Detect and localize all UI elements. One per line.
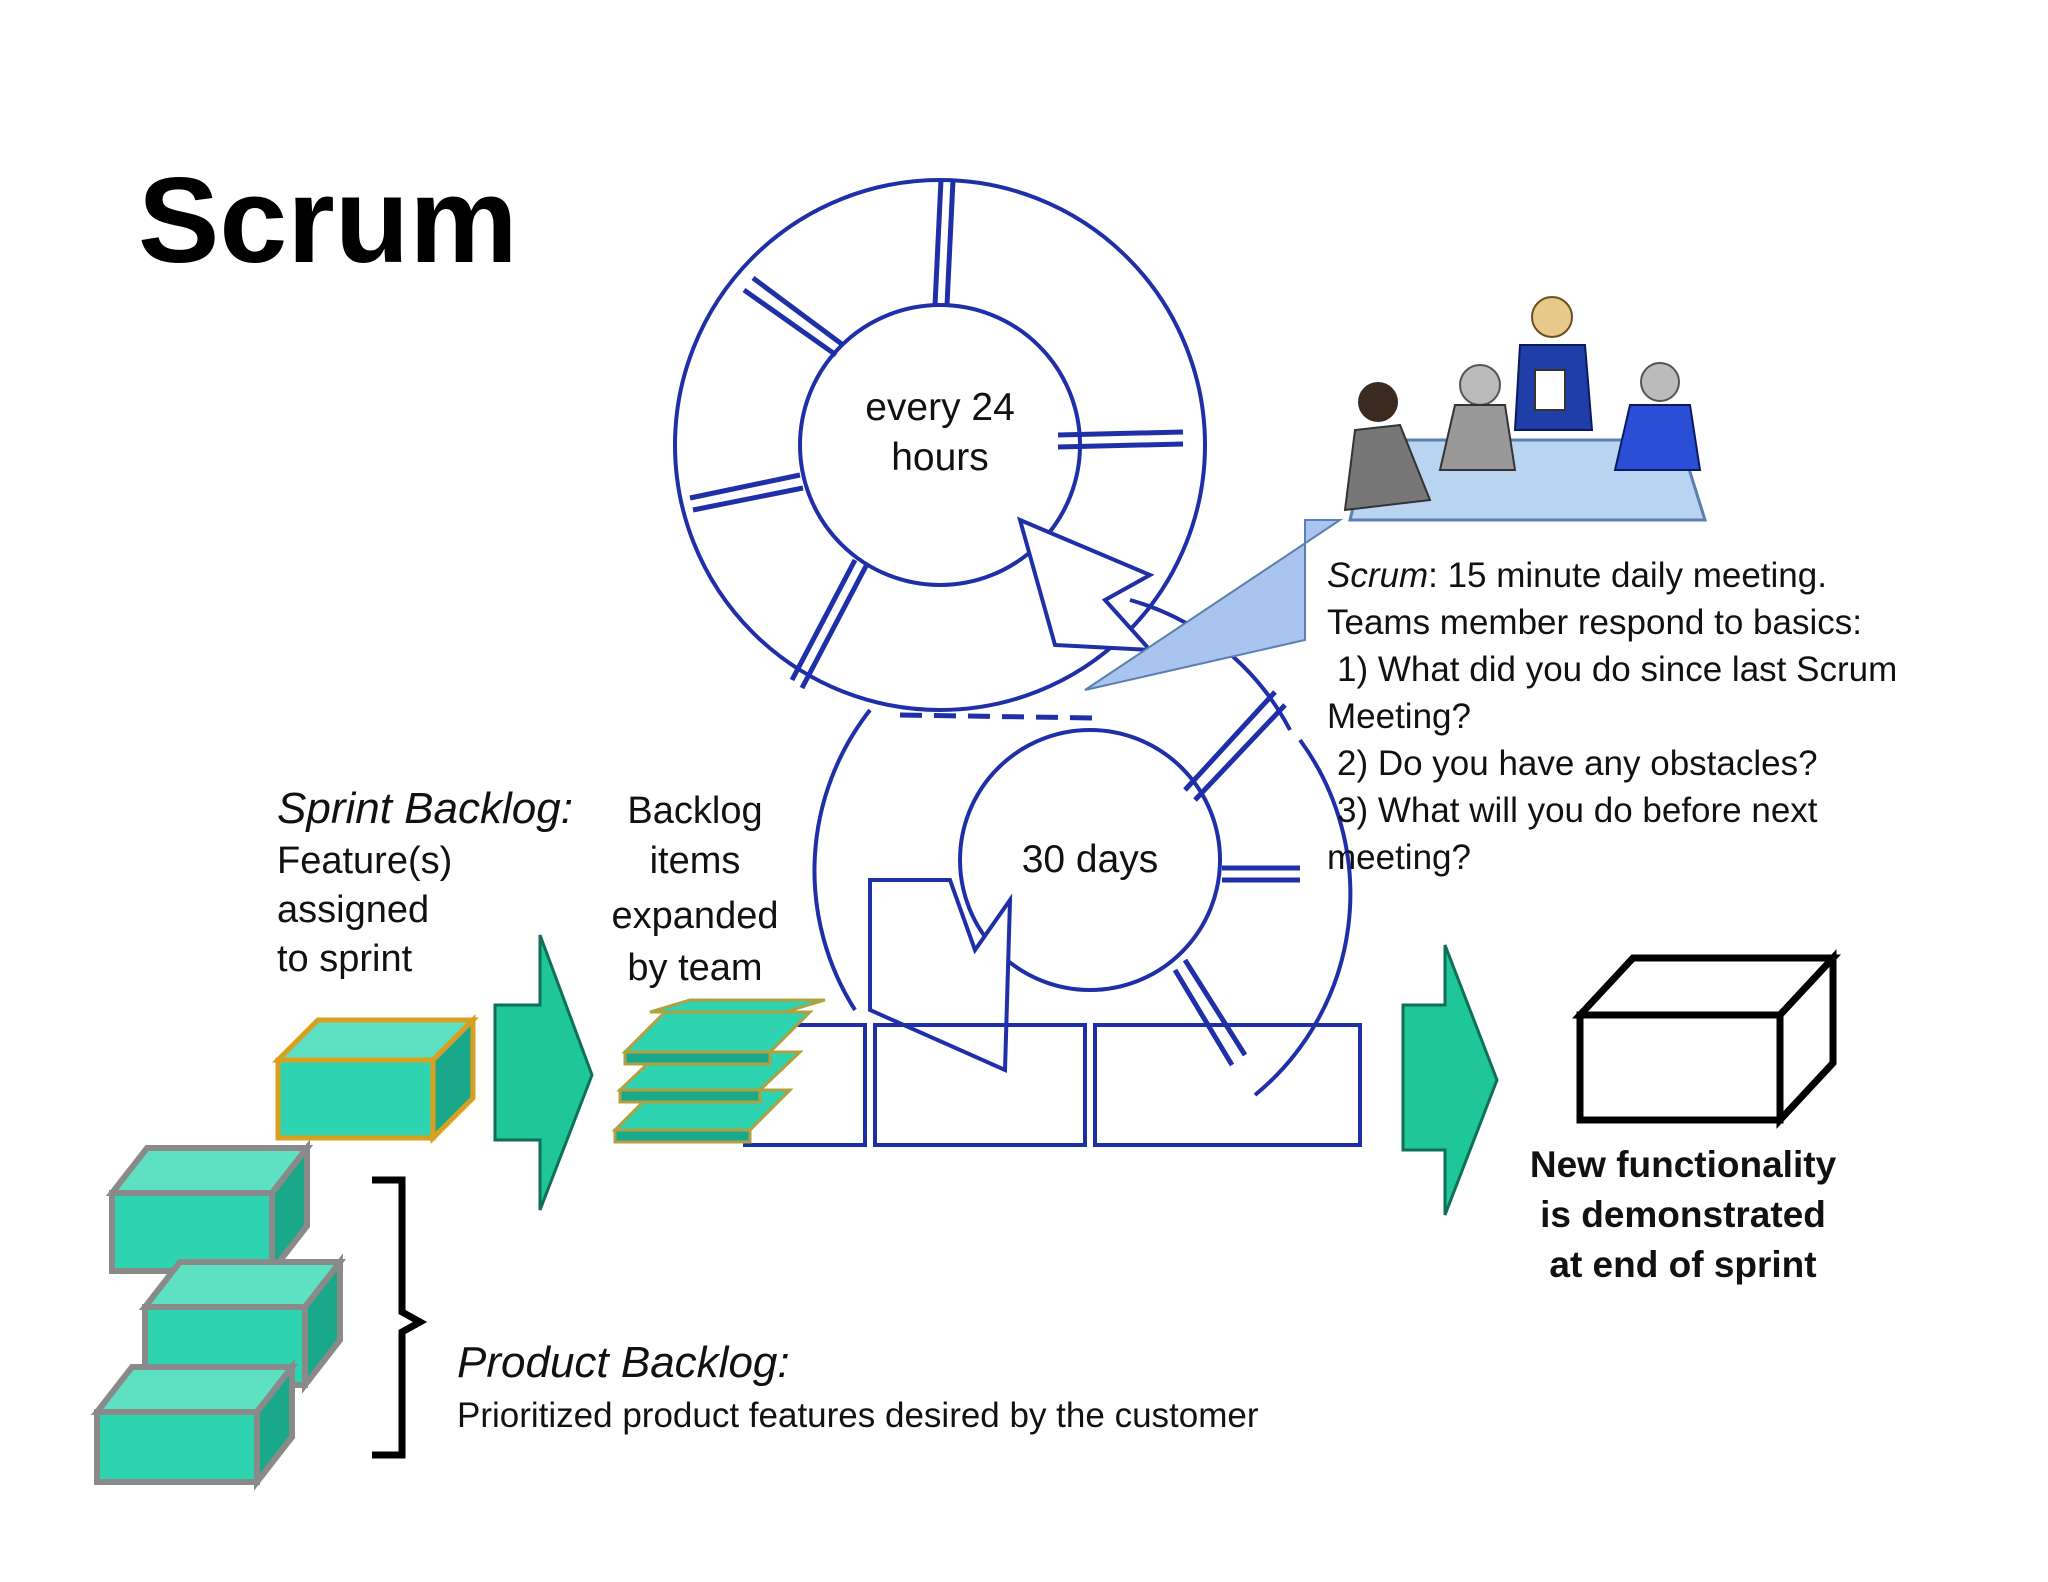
- sprint-cycle-arrowhead: [868, 878, 1013, 1074]
- sprint-ring-left-outer: [812, 708, 872, 1012]
- sprint-ring-dividers: [1172, 690, 1300, 1067]
- person-3-head: [1531, 296, 1573, 338]
- person-3-paper: [1534, 369, 1566, 411]
- person-2-head: [1459, 364, 1501, 406]
- sprint-ring-right-outer: [1253, 738, 1353, 1097]
- result-line-1: New functionality: [1530, 1144, 1837, 1185]
- product-backlog-brace-icon: [372, 1176, 428, 1459]
- note-line-7: meeting?: [1327, 838, 1471, 877]
- note-line-1-rest: : 15 minute daily meeting.: [1428, 556, 1827, 595]
- backlog-items-stack: [611, 998, 826, 1144]
- daily-cycle-label-2: hours: [891, 436, 989, 479]
- note-line-6: 3) What will you do before next: [1337, 791, 1818, 830]
- note-line-2: Teams member respond to basics:: [1327, 603, 1862, 642]
- result-label: New functionality is demonstrated at end…: [1530, 1144, 1837, 1285]
- product-box-3: [90, 1358, 299, 1491]
- daily-cycle: [673, 178, 1207, 712]
- sprint-cycle-label: 30 days: [1022, 838, 1159, 881]
- timeline-box-3: [1093, 1023, 1362, 1147]
- daily-cycle-label-1: every 24: [865, 386, 1015, 429]
- daily-ring-dividers: [689, 179, 1184, 690]
- timeline-box-2: [873, 1023, 1087, 1147]
- person-1-body: [1343, 423, 1432, 512]
- sprint-backlog-label: Sprint Backlog: Feature(s) assigned to s…: [277, 784, 573, 980]
- sprint-backlog-line-2: assigned: [277, 889, 429, 931]
- sprint-backlog-line-1: Feature(s): [277, 840, 452, 882]
- product-backlog-boxes: [90, 1139, 347, 1491]
- backlog-items-line-3: expanded: [612, 895, 779, 937]
- page-title: Scrum: [138, 152, 518, 288]
- result-line-3: at end of sprint: [1549, 1244, 1816, 1285]
- backlog-items-line-4: by team: [627, 947, 762, 989]
- meeting-people-icon: [1343, 296, 1708, 522]
- callout-pointer: [1084, 519, 1344, 691]
- backlog-items-label: Backlog items expanded by team: [612, 790, 779, 989]
- product-backlog-label: Product Backlog: Prioritized product fea…: [457, 1338, 1259, 1435]
- cycle-connector-dashed: [899, 712, 1096, 721]
- backlog-items-line-2: items: [650, 840, 741, 882]
- backlog-items-line-1: Backlog: [627, 790, 762, 832]
- sprint-backlog-heading: Sprint Backlog:: [277, 784, 573, 833]
- person-4-body: [1613, 404, 1702, 471]
- daily-cycle-arrowhead: [1016, 516, 1155, 653]
- product-backlog-desc: Prioritized product features desired by …: [457, 1396, 1259, 1435]
- note-line-5: 2) Do you have any obstacles?: [1337, 744, 1818, 783]
- person-4-head: [1640, 362, 1680, 402]
- sprint-backlog-box: [271, 1013, 480, 1145]
- product-backlog-heading: Product Backlog:: [457, 1338, 790, 1387]
- note-line-1: Scrum: 15 minute daily meeting.: [1327, 556, 1827, 595]
- note-lead: Scrum: [1327, 556, 1428, 595]
- sprint-backlog-line-3: to sprint: [277, 938, 413, 980]
- result-box-icon: [1571, 949, 1842, 1129]
- note-line-4: Meeting?: [1327, 697, 1471, 736]
- person-1-head: [1358, 382, 1398, 422]
- result-line-2: is demonstrated: [1540, 1194, 1826, 1235]
- scrum-note: Scrum: 15 minute daily meeting. Teams me…: [1327, 556, 1897, 877]
- person-2-body: [1438, 404, 1517, 471]
- process-arrow-icon-1: [493, 934, 594, 1211]
- sprint-ring-inner: [958, 728, 1222, 992]
- product-box-1: [105, 1139, 314, 1280]
- note-line-3: 1) What did you do since last Scrum: [1337, 650, 1897, 689]
- process-arrow-icon-2: [1401, 944, 1499, 1216]
- process-arrows: [493, 934, 1499, 1216]
